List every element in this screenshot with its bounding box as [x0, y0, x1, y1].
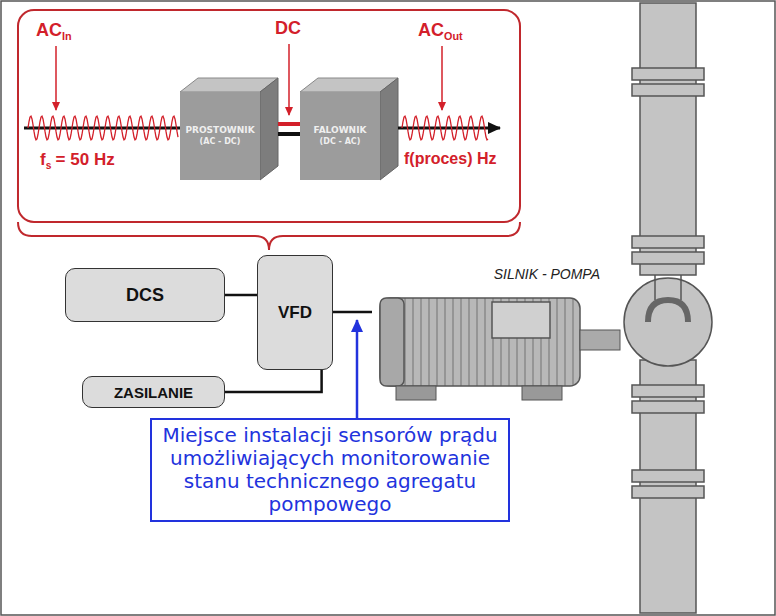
node-title: PROSTOWNIK	[185, 125, 254, 137]
label-main: f(proces) Hz	[404, 150, 496, 167]
pointer-arrow	[288, 44, 290, 115]
label-main: = 50 Hz	[56, 150, 115, 169]
motor-pump: SILNIK - POMPA	[372, 262, 630, 412]
signal-line	[24, 127, 180, 130]
connector	[333, 312, 372, 313]
node-subtitle: (DC - AC)	[320, 137, 361, 147]
rectifier-cube: PROSTOWNIK(AC - DC)	[180, 92, 260, 180]
connector-line	[225, 370, 322, 392]
pointer-arrow	[55, 46, 57, 110]
brace	[18, 222, 520, 250]
label-subscript: Out	[444, 30, 463, 42]
connector-line	[333, 311, 372, 314]
cube-side	[380, 78, 398, 180]
power-box: ZASILANIE	[82, 376, 225, 408]
group-frame	[18, 10, 520, 222]
node-title: FALOWNIK	[314, 125, 367, 137]
connector	[278, 124, 300, 134]
label-subscript: s	[46, 160, 52, 171]
node-title: VFD	[278, 303, 312, 323]
signal-label: ACIn	[36, 20, 72, 42]
inverter-cube: FALOWNIK(DC - AC)	[300, 92, 380, 180]
control-box: DCS	[65, 268, 225, 322]
connector	[225, 295, 257, 296]
drive-box: VFD	[257, 255, 333, 370]
component-label: SILNIK - POMPA	[494, 266, 600, 282]
connector	[225, 370, 322, 392]
node-subtitle: (AC - DC)	[200, 137, 241, 147]
sine-wave	[28, 116, 178, 140]
node-title: DCS	[126, 285, 164, 306]
label-main: AC	[418, 20, 444, 40]
connector-line	[225, 294, 257, 297]
sine-wave	[402, 116, 488, 140]
signal-label: DC	[275, 18, 301, 39]
signal-label: ACOut	[418, 20, 463, 42]
node-title: Miejsce instalacji sensorów prądu umożli…	[160, 424, 500, 516]
node-title: ZASILANIE	[114, 384, 193, 401]
motor-illustration	[372, 262, 630, 412]
label-main: AC	[36, 20, 62, 40]
signal-label: fs = 50 Hz	[40, 150, 115, 171]
signal-label: f(proces) Hz	[404, 150, 496, 168]
connector-line	[278, 122, 300, 126]
connector-line	[278, 132, 300, 136]
cube-side	[260, 78, 278, 180]
pipe	[624, 3, 712, 613]
label-main: f	[40, 150, 46, 169]
callout-arrow	[356, 320, 359, 418]
label-subscript: In	[62, 30, 72, 42]
pointer-arrow	[441, 46, 443, 110]
callout-box: Miejsce instalacji sensorów prądu umożli…	[150, 418, 510, 522]
label-main: DC	[275, 18, 301, 38]
